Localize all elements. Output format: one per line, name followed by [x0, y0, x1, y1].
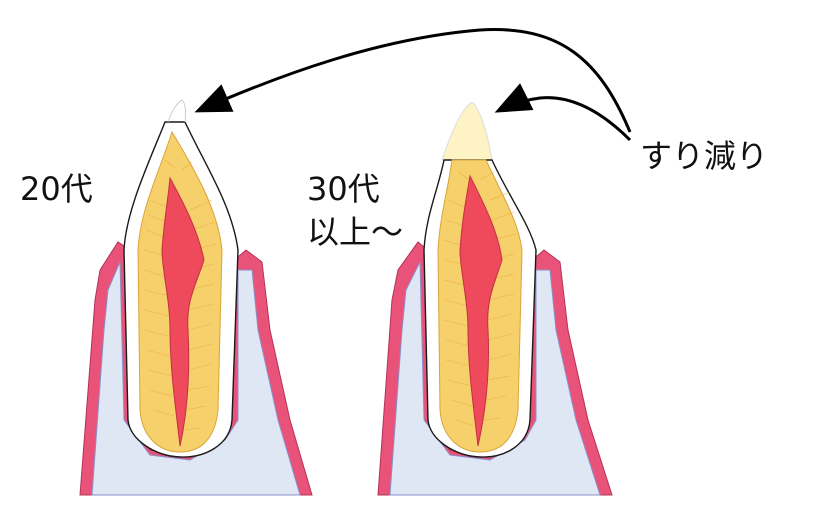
worn-tip-right — [441, 101, 493, 161]
label-age-30s-line2: 以上～ — [307, 213, 403, 251]
arrow-to-right-tooth — [494, 83, 632, 142]
label-age-30s-line1: 30代 — [307, 170, 380, 208]
label-age-20s: 20代 — [20, 170, 93, 208]
enamel-tip-left — [167, 99, 187, 123]
bone-left — [91, 261, 301, 496]
pulp-left — [161, 176, 205, 447]
bone-right — [389, 261, 601, 496]
tooth-30s — [377, 101, 613, 496]
pulp-right — [459, 174, 503, 447]
arrow-to-left-tooth — [194, 28, 632, 133]
tooth-20s — [79, 99, 313, 496]
label-wear: すり減り — [640, 137, 768, 175]
